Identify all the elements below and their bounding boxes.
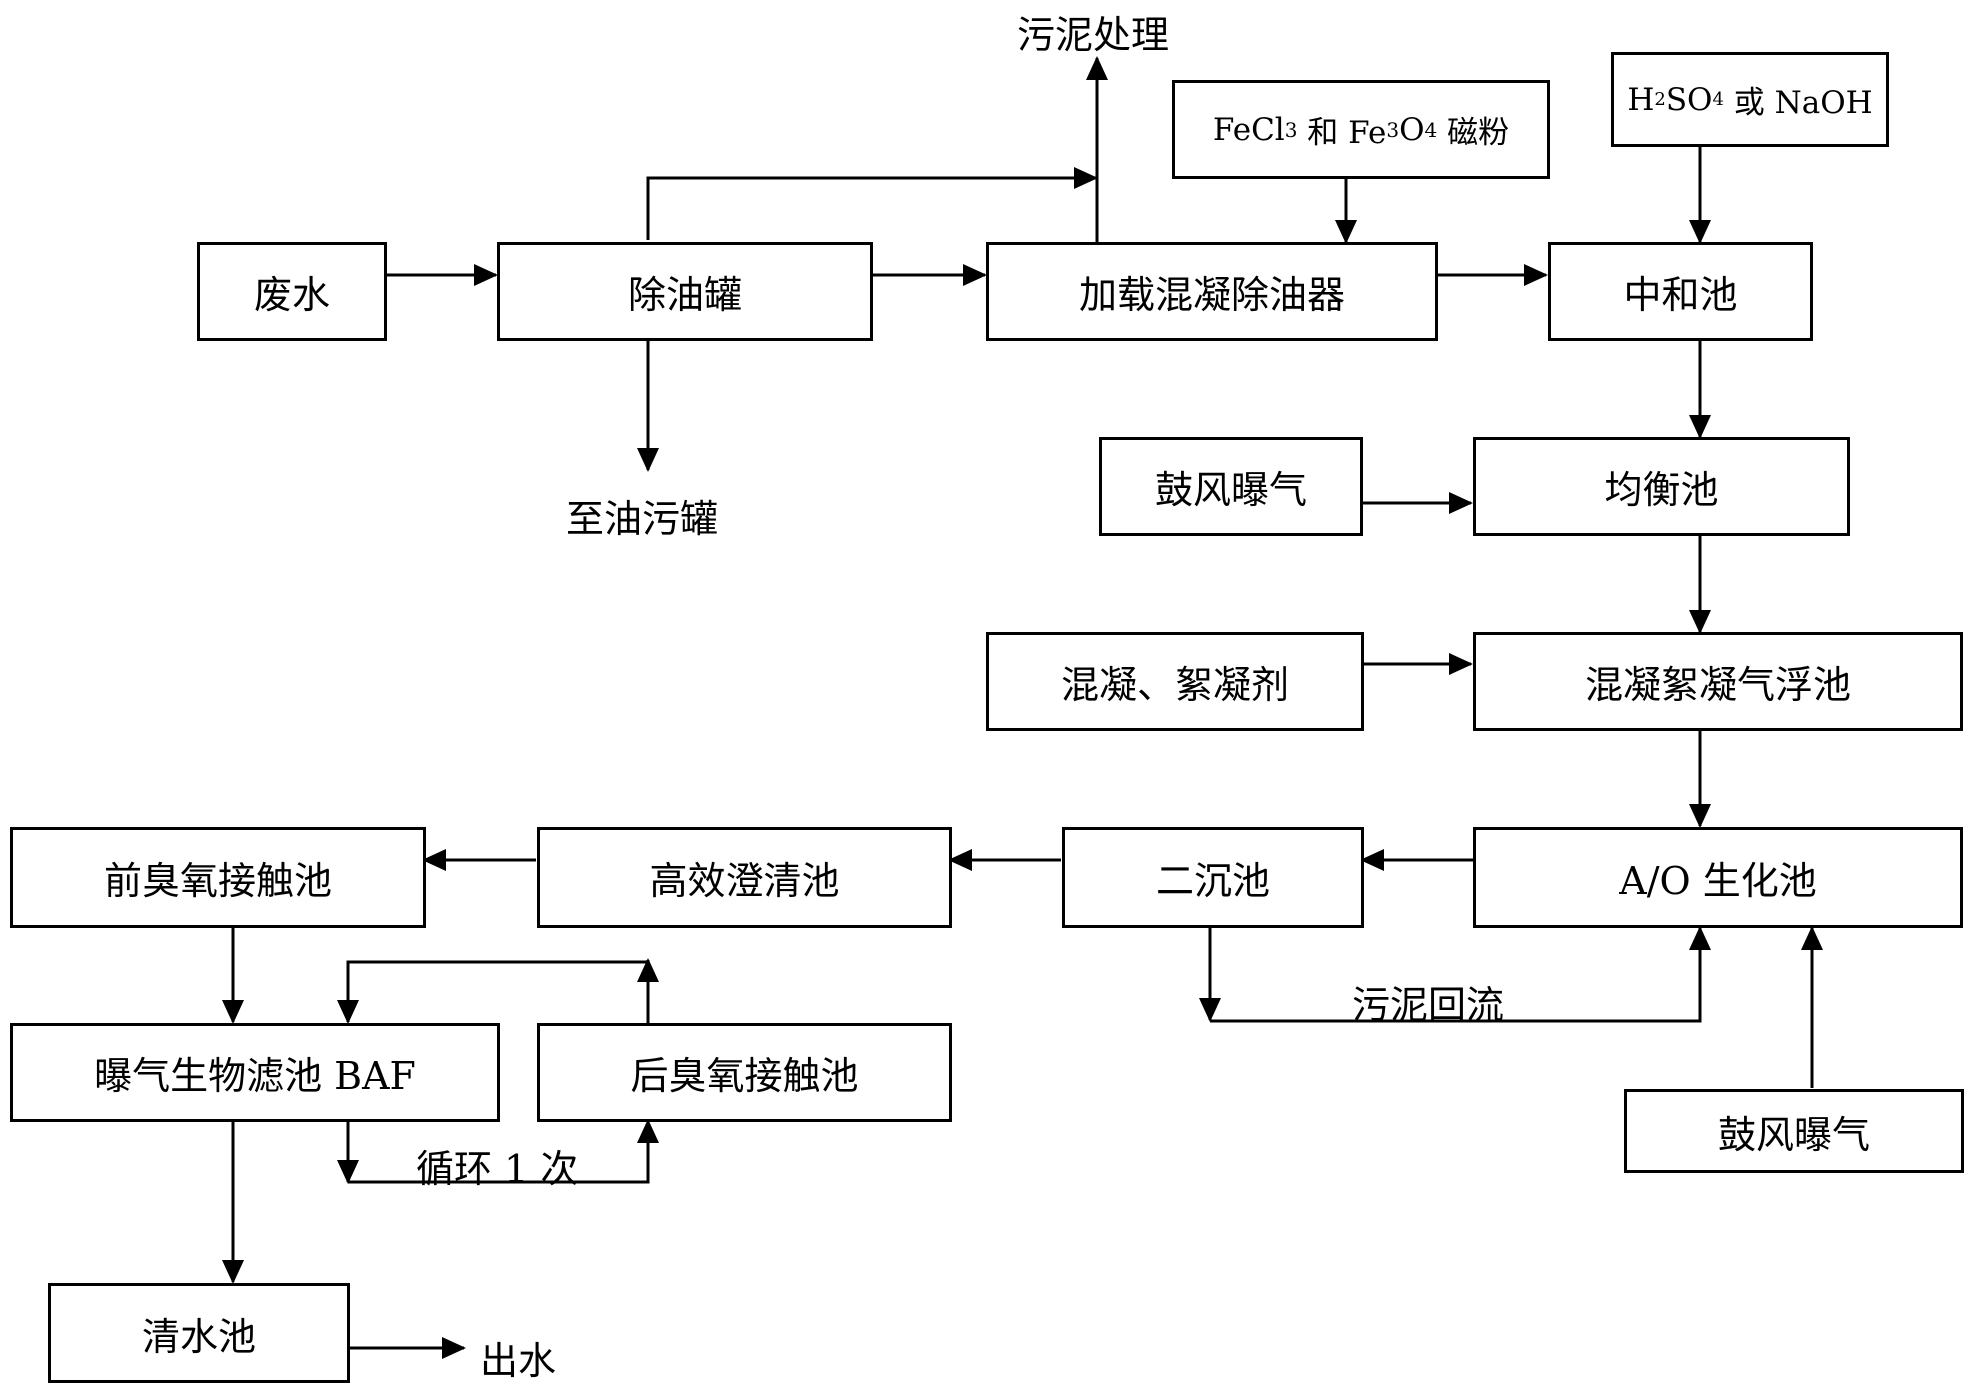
arrow-recycle-to-post-ozone xyxy=(348,1119,659,1184)
wastewater-box: 废水 xyxy=(197,242,387,341)
sludge-treatment-label: 污泥处理 xyxy=(1017,13,1170,57)
clear-water-tank-box: 清水池 xyxy=(48,1283,350,1383)
coagulant-flocculant-box: 混凝、絮凝剂 xyxy=(986,632,1364,731)
blower-aeration-box-1: 鼓风曝气 xyxy=(1099,437,1363,536)
post-ozone-contact-tank-box: 后臭氧接触池 xyxy=(537,1023,952,1122)
equalization-tank-box: 均衡池 xyxy=(1473,437,1850,536)
oil-removal-tank-box: 除油罐 xyxy=(497,242,873,341)
blower-aeration-box-2: 鼓风曝气 xyxy=(1624,1089,1964,1173)
neutralization-tank-box: 中和池 xyxy=(1548,242,1813,341)
daf-tank-box: 混凝絮凝气浮池 xyxy=(1473,632,1963,731)
arrow-post-ozone-to-baf xyxy=(337,960,650,1024)
arrow-oil-tank-to-sludge xyxy=(646,167,1098,240)
effluent-label: 出水 xyxy=(480,1339,557,1383)
arrow-sludge-return-to-ao xyxy=(1210,926,1711,1023)
baf-box: 曝气生物滤池 BAF xyxy=(10,1023,500,1122)
loaded-coagulation-deoiler-box: 加载混凝除油器 xyxy=(986,242,1438,341)
secondary-clarifier-box: 二沉池 xyxy=(1062,827,1364,928)
high-efficiency-clarifier-box: 高效澄清池 xyxy=(537,827,952,928)
recycle-once-label: 循环 1 次 xyxy=(416,1147,579,1191)
to-oil-sludge-tank-label: 至油污罐 xyxy=(566,497,719,541)
sludge-return-label: 污泥回流 xyxy=(1352,983,1505,1027)
pre-ozone-contact-tank-box: 前臭氧接触池 xyxy=(10,827,426,928)
ao-biochemical-tank-box: A/O 生化池 xyxy=(1473,827,1963,928)
